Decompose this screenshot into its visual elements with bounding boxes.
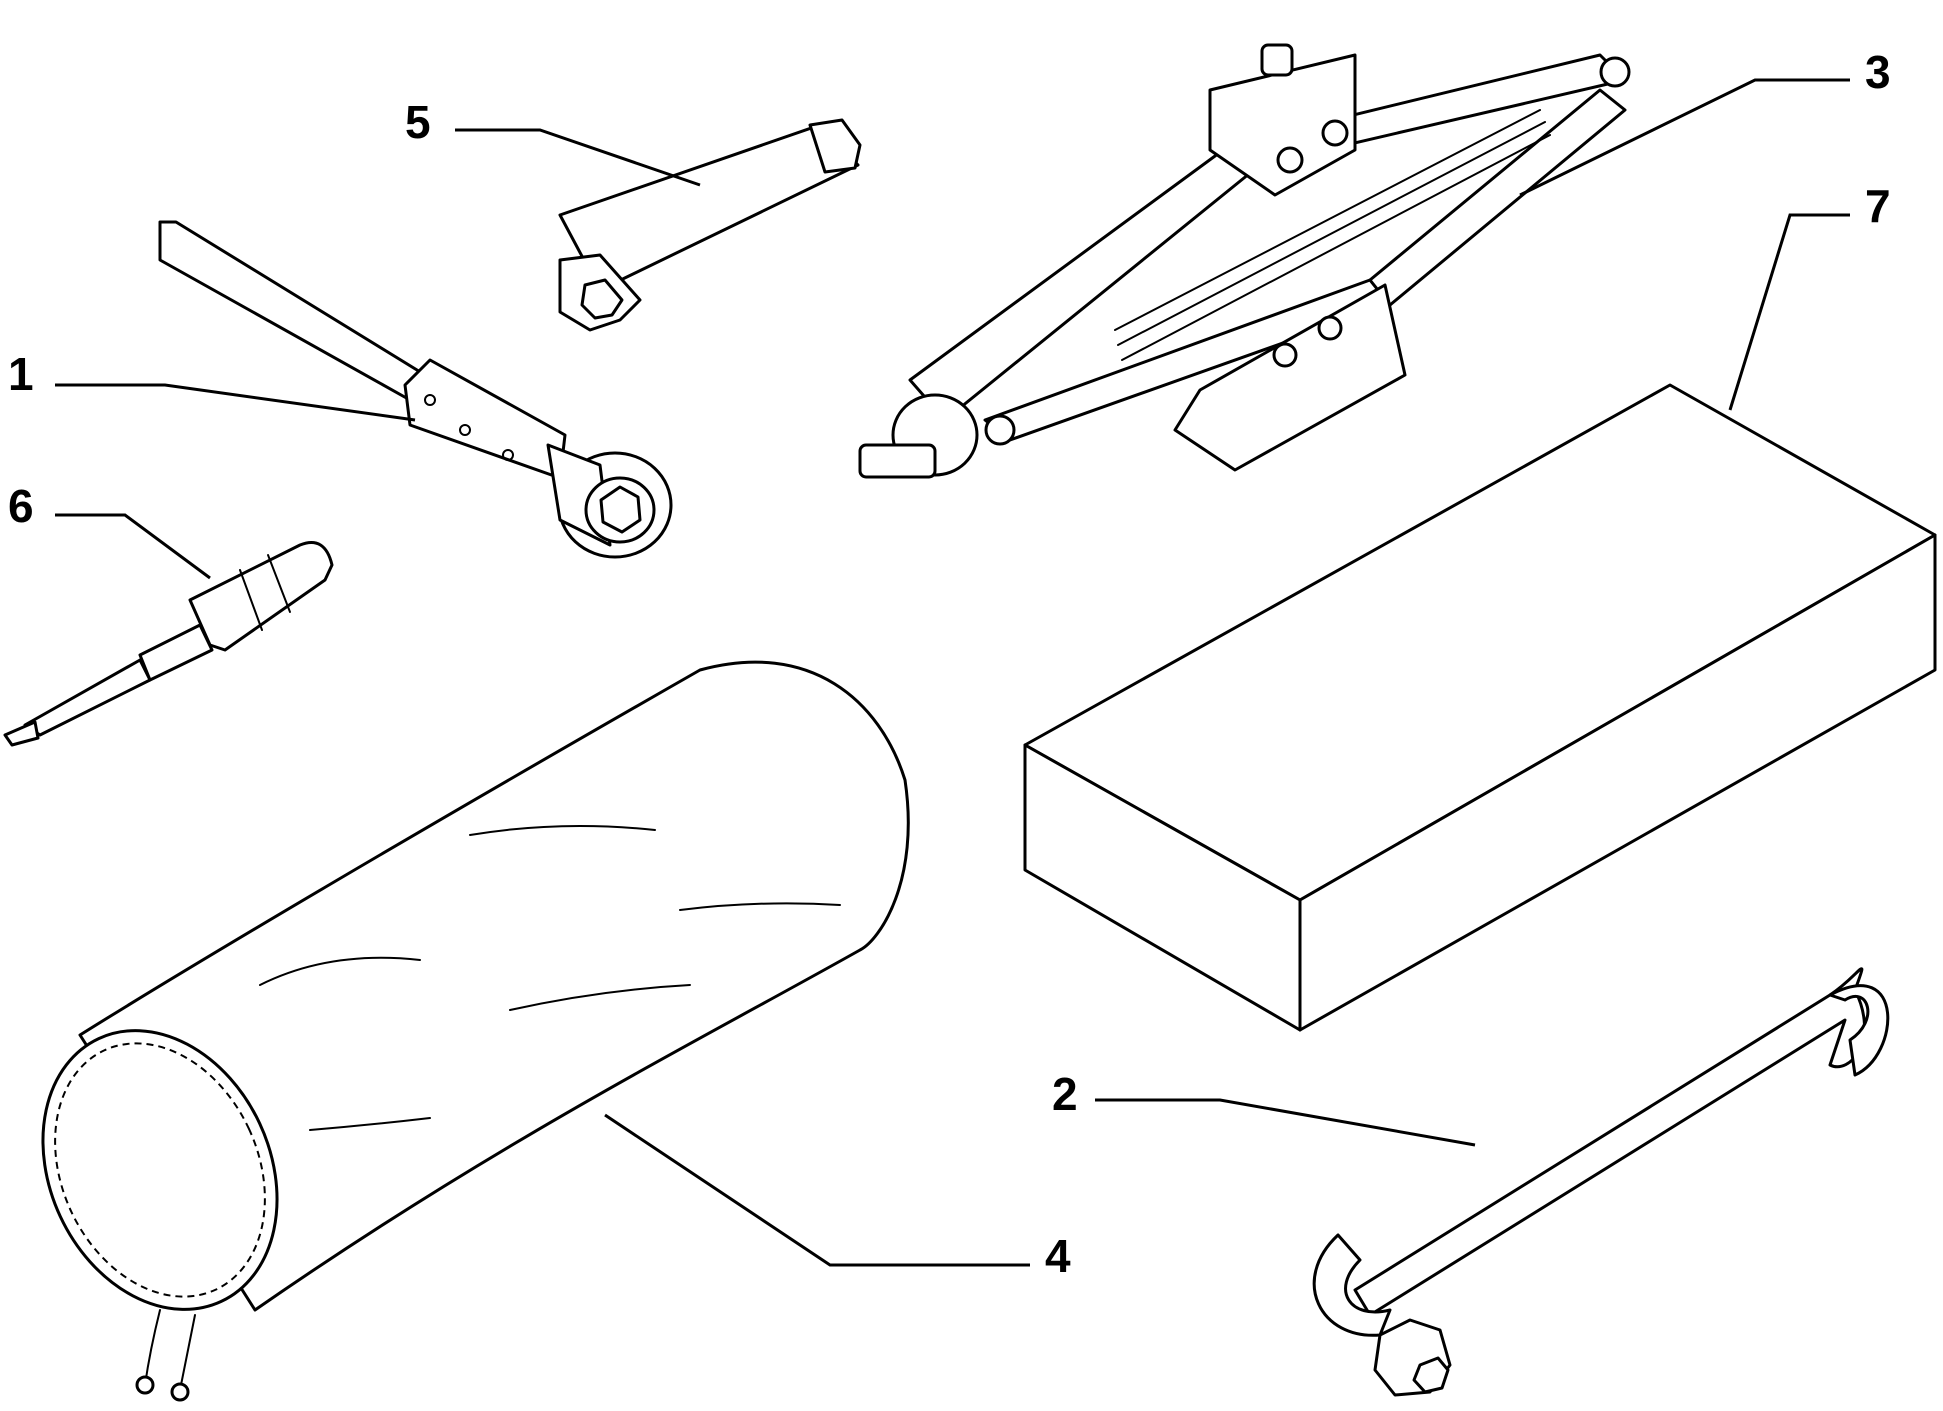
callout-7: 7: [1865, 180, 1891, 232]
scissor-jack-part: [858, 43, 1631, 479]
ratchet-brace-part: [158, 220, 673, 559]
leader-5: [455, 128, 701, 187]
leader-4: [604, 1113, 1030, 1267]
callout-labels: 1 2 3 4 5 6 7: [8, 46, 1891, 1282]
callout-5: 5: [405, 96, 431, 148]
leader-1: [55, 383, 416, 422]
spare-box-part: [1023, 383, 1937, 1032]
leader-7: [1728, 213, 1850, 411]
leader-lines: [55, 78, 1850, 1267]
socket-extension-part: [558, 118, 862, 332]
callout-6: 6: [8, 480, 34, 532]
screwdriver-part: [3, 541, 334, 747]
leader-2: [1095, 1098, 1476, 1147]
leader-6: [55, 513, 211, 580]
callout-3: 3: [1865, 46, 1891, 98]
wheel-wrench-part: [1312, 967, 1890, 1397]
tool-bag-part: [41, 660, 910, 1402]
callout-1: 1: [8, 348, 34, 400]
callout-2: 2: [1052, 1068, 1078, 1120]
leader-3: [1519, 78, 1850, 197]
callout-4: 4: [1045, 1230, 1071, 1282]
